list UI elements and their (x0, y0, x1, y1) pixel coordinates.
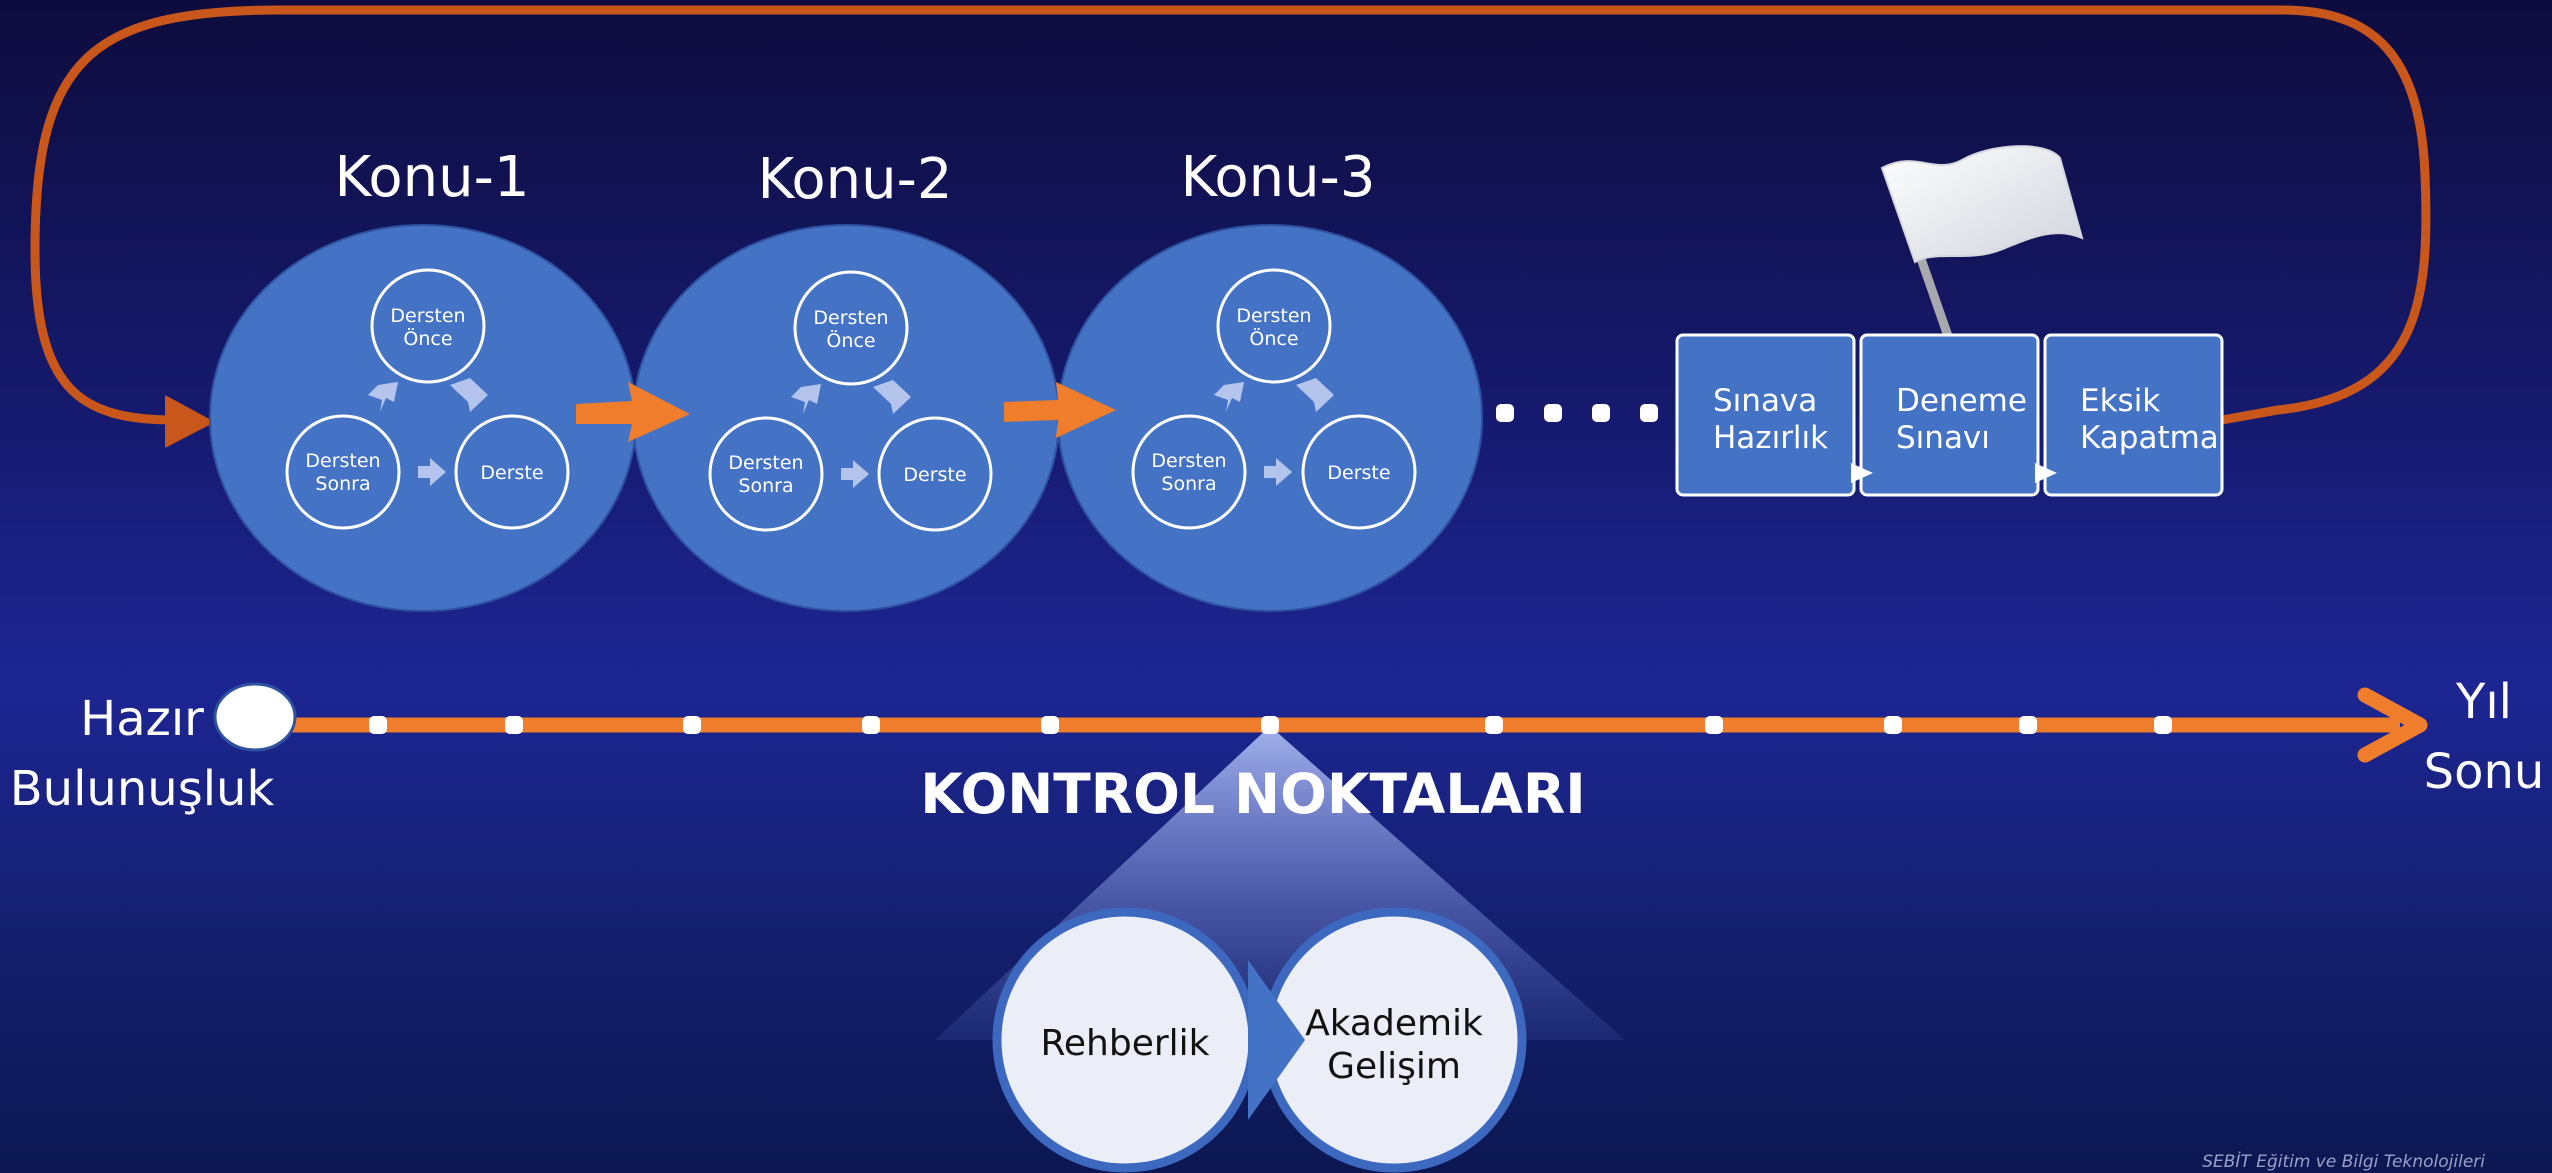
exam-step-3: Eksik Kapatma (2043, 333, 2224, 497)
timeline-start-label-line1: Hazır (80, 691, 204, 747)
footer-credit: SEBİT Eğitim ve Bilgi Teknolojileri (2202, 1151, 2485, 1172)
before-lesson-circle (793, 270, 909, 386)
exam-step-label-line1: Deneme (1896, 383, 2027, 419)
cycle-arrow-icon (841, 460, 869, 488)
during-lesson-label: Derste (480, 462, 543, 484)
before-lesson-label-line2: Önce (826, 329, 875, 352)
after-lesson-label-line1: Dersten (728, 452, 803, 474)
during-lesson-circle (1301, 414, 1417, 530)
before-lesson-label-line1: Dersten (1236, 305, 1311, 327)
cycle-arrow-icon (791, 384, 821, 414)
continuation-dots (1496, 404, 1658, 422)
topic-group-2: Konu-2 Dersten Önce Derste Dersten Sonra (632, 147, 1060, 612)
timeline-end-label-line1: Yıl (2455, 674, 2512, 730)
before-lesson-label-line1: Dersten (813, 307, 888, 329)
return-loop-arrow (30, 5, 2431, 425)
during-lesson-circle (454, 414, 570, 530)
step-connector-arrow-icon (1851, 463, 1873, 483)
exam-step-label-line1: Sınava (1713, 383, 1817, 419)
after-lesson-label-line2: Sonra (1161, 473, 1216, 495)
after-lesson-circle (285, 414, 401, 530)
during-lesson-label: Derste (903, 464, 966, 486)
exam-step-label-line2: Hazırlık (1713, 420, 1828, 456)
topic-transition-arrow (1004, 382, 1116, 438)
after-lesson-label-line1: Dersten (1151, 450, 1226, 472)
cycle-arrow-icon (368, 382, 398, 412)
timeline-start-label-line2: Bulunuşluk (10, 761, 275, 817)
after-lesson-circle (708, 416, 824, 532)
during-lesson-circle (877, 416, 993, 532)
academic-development-label-line2: Gelişim (1327, 1046, 1461, 1087)
cycle-arrow-icon (1296, 378, 1334, 412)
checkpoint-focus: Rehberlik Akademik Gelişim (992, 907, 1527, 1173)
topic-group-1: Konu-1 Dersten Önce Derste Dersten Sonra (209, 145, 637, 612)
after-lesson-label-line1: Dersten (305, 450, 380, 472)
cycle-arrow-icon (418, 458, 446, 486)
exam-step-1: Sınava Hazırlık (1675, 333, 1856, 497)
checkpoint-dot (505, 716, 523, 734)
cycle-arrow-icon (450, 378, 488, 412)
topic-title: Konu-2 (757, 147, 952, 212)
timeline-arrowhead (2357, 687, 2428, 763)
return-loop-arrowhead (165, 395, 215, 448)
exam-step-label-line2: Kapatma (2080, 420, 2219, 456)
cycle-arrow-icon (1214, 382, 1244, 412)
checkpoint-dot (1261, 716, 1279, 734)
before-lesson-label-line2: Önce (403, 327, 452, 350)
after-lesson-label-line2: Sonra (315, 473, 370, 495)
during-lesson-label: Derste (1327, 462, 1390, 484)
cycle-arrow-icon (1264, 458, 1292, 486)
topic-transition-arrow (576, 382, 690, 442)
exam-step-label-line2: Sınavı (1896, 420, 1990, 456)
checkpoint-dots (369, 716, 2172, 734)
checkpoint-dot (2019, 716, 2037, 734)
exam-step-2: Deneme Sınavı (1859, 333, 2040, 497)
step-connector-arrow-icon (2035, 463, 2057, 483)
checkpoint-dot (683, 716, 701, 734)
after-lesson-circle (1131, 414, 1247, 530)
academic-development-label-line1: Akademik (1305, 1003, 1483, 1044)
guidance-label: Rehberlik (1040, 1023, 1209, 1064)
checkpoints-title: KONTROL NOKTALARI (920, 762, 1585, 826)
checkpoint-dot (369, 716, 387, 734)
focus-arrow-icon (1248, 960, 1305, 1120)
exam-step-label-line1: Eksik (2080, 383, 2160, 419)
checkpoint-dot (1705, 716, 1723, 734)
after-lesson-label-line2: Sonra (738, 475, 793, 497)
timeline-start-node (213, 682, 297, 752)
topic-title: Konu-1 (334, 145, 529, 210)
topic-title: Konu-3 (1180, 145, 1375, 210)
topic-group-3: Konu-3 Dersten Önce Derste Dersten Sonra (1057, 145, 1483, 612)
before-lesson-label-line1: Dersten (390, 305, 465, 327)
cycle-arrow-icon (873, 380, 911, 414)
before-lesson-label-line2: Önce (1249, 327, 1298, 350)
checkpoint-dot (862, 716, 880, 734)
before-lesson-circle (370, 268, 486, 384)
timeline-end-label-line2: Sonu (2424, 744, 2545, 800)
checkpoint-dot (1041, 716, 1059, 734)
checkpoint-dot (1485, 716, 1503, 734)
checkpoint-dot (1884, 716, 1902, 734)
flag-icon (1880, 145, 2084, 338)
checkpoint-dot (2154, 716, 2172, 734)
before-lesson-circle (1216, 268, 1332, 384)
